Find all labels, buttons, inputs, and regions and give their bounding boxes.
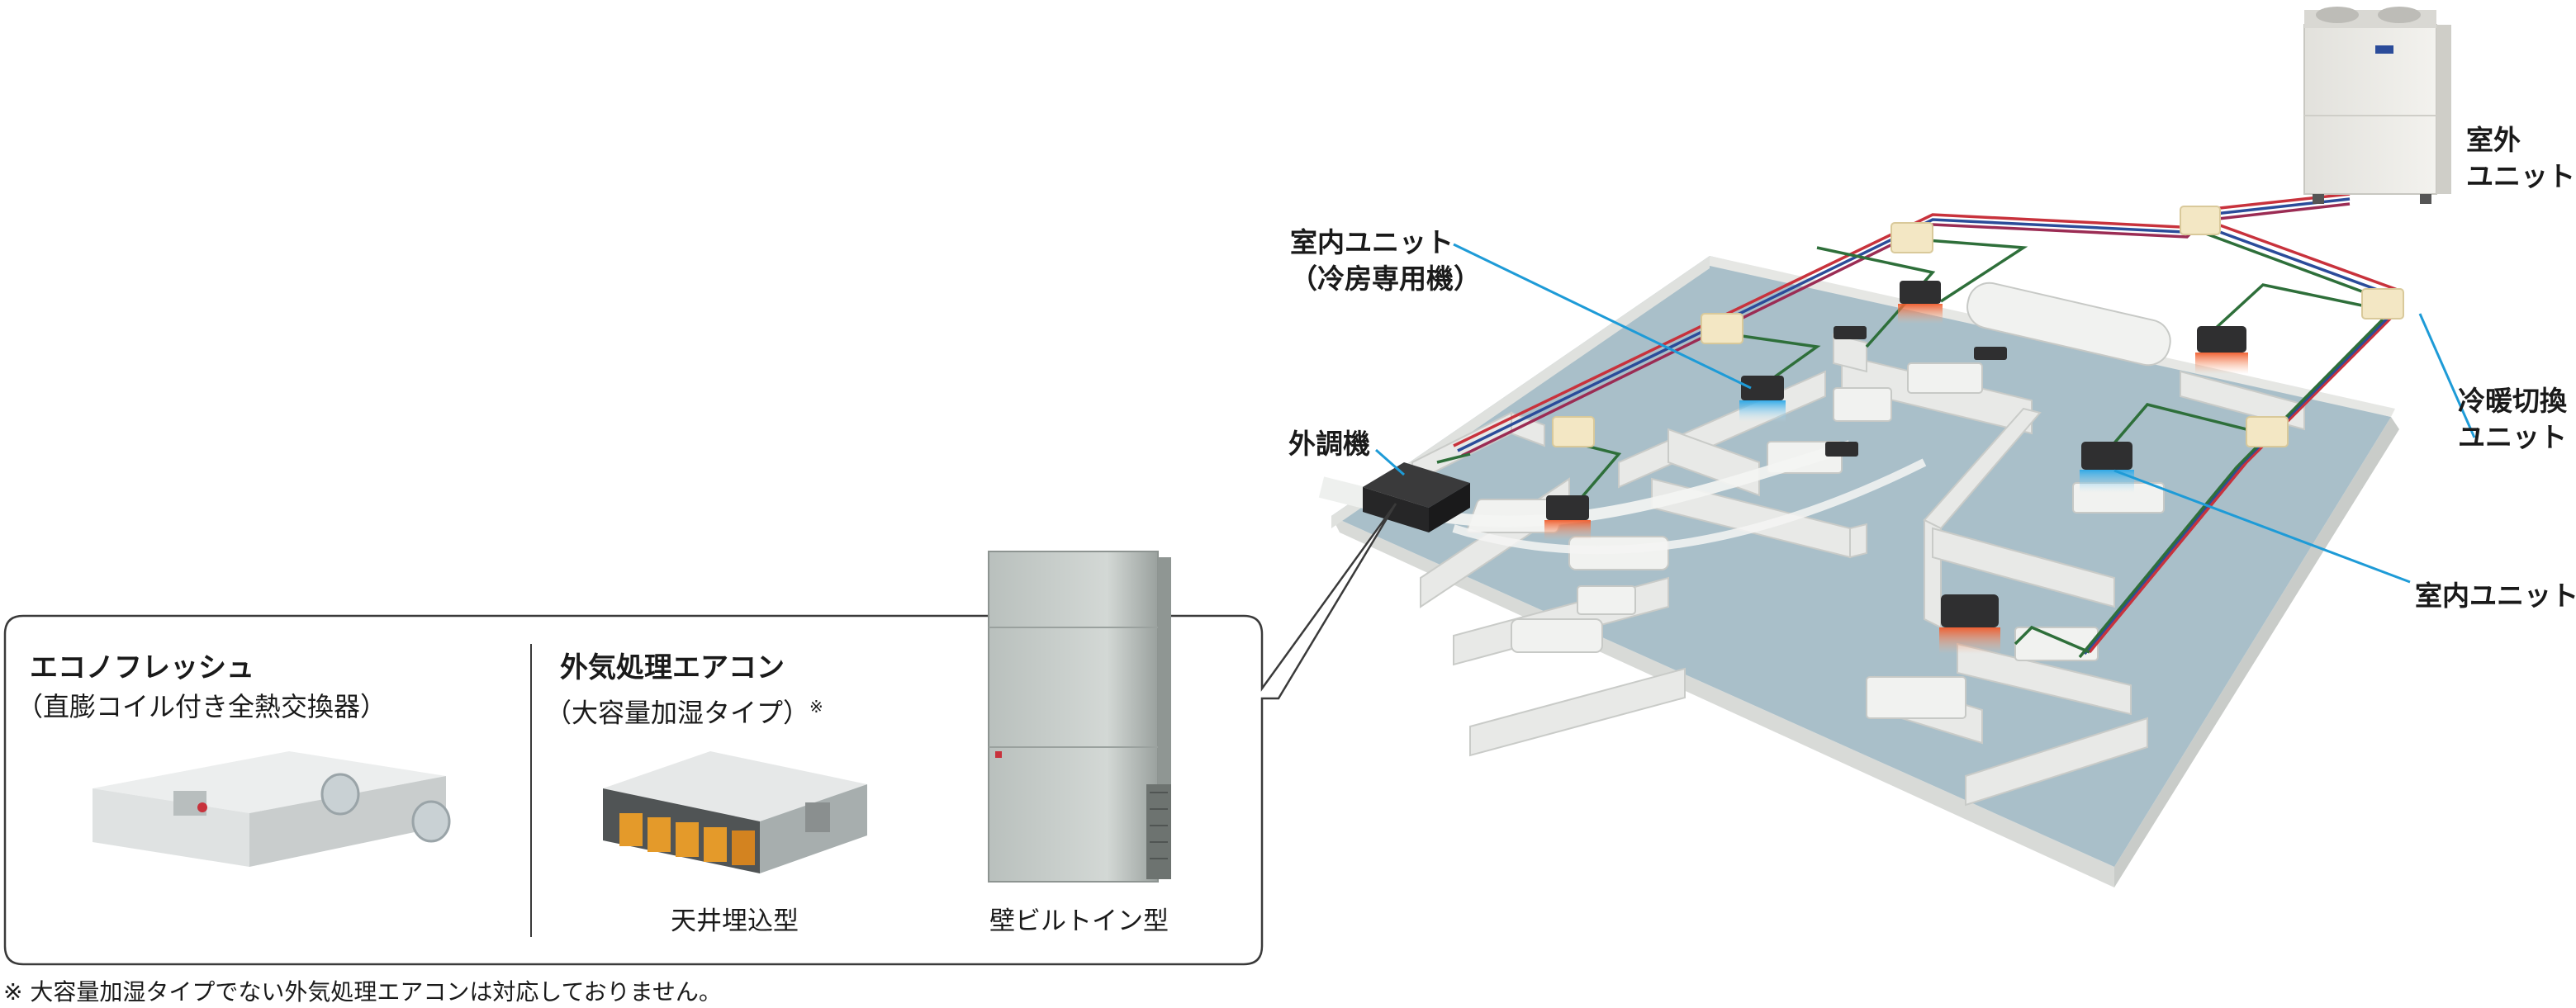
leader-line bbox=[2418, 313, 2476, 438]
callout-panel-frame bbox=[3, 503, 1397, 966]
caption-wall-builtin: 壁ビルトイン型 bbox=[989, 906, 1169, 936]
wall-segment bbox=[1833, 333, 1867, 373]
leader-lines bbox=[1375, 243, 2476, 584]
label-outside-air-unit: 外調機 bbox=[1288, 428, 1370, 460]
ceiling-vent bbox=[1834, 326, 1867, 339]
leader-line bbox=[1375, 448, 1405, 476]
label-outdoor-unit-line2: ユニット bbox=[2466, 160, 2575, 192]
label-switch-unit-line1: 冷暖切換 bbox=[2458, 385, 2567, 417]
wall-segment bbox=[1849, 523, 1867, 559]
indoor-unit-cooling-only bbox=[1898, 281, 1943, 324]
ceiling-vent bbox=[1825, 442, 1858, 457]
sofa bbox=[1511, 618, 1603, 653]
outdoor-unit-image bbox=[2303, 7, 2451, 204]
caption-ceiling-embedded: 天井埋込型 bbox=[671, 906, 799, 936]
pipe-green bbox=[2078, 231, 2384, 659]
ceiling-embedded-product-image bbox=[603, 751, 867, 873]
outside-air-unit bbox=[1363, 462, 1470, 532]
indoor-unit bbox=[1939, 594, 2000, 654]
label-indoor-unit-cooling: 室内ユニット （冷房専用機） bbox=[1290, 225, 1481, 297]
indoor-unit-cooling-only bbox=[1739, 376, 1786, 422]
pipe-branch bbox=[1436, 452, 1471, 464]
label-outdoor-unit-line1: 室外 bbox=[2466, 124, 2521, 156]
wall-segment bbox=[1965, 717, 2148, 807]
desk-block bbox=[1907, 362, 1983, 394]
switch-unit-box bbox=[2361, 288, 2404, 319]
switch-unit-box bbox=[2180, 206, 2221, 235]
indoor-unit bbox=[2195, 326, 2248, 374]
switch-unit-box bbox=[1552, 416, 1595, 447]
pipe-branch bbox=[2014, 625, 2090, 654]
indoor-unit-cooling-only bbox=[1544, 495, 1591, 540]
label-indoor-unit: 室内ユニット bbox=[2415, 580, 2576, 612]
label-switch-unit-line2: ユニット bbox=[2458, 421, 2567, 453]
outside-air-ac-subtitle: （大容量加湿タイプ）※ bbox=[545, 689, 823, 731]
ceiling-vent bbox=[1974, 347, 2007, 360]
wall-segment bbox=[2180, 370, 2305, 431]
econofresh-title: エコノフレッシュ bbox=[30, 651, 254, 684]
label-outdoor-unit: 室外 ユニット bbox=[2466, 122, 2575, 195]
floor-slab-left-edge bbox=[1331, 516, 2114, 887]
pipe-green bbox=[1461, 202, 2351, 457]
desk-block bbox=[1833, 387, 1892, 422]
label-indoor-unit-cooling-line1: 室内ユニット bbox=[1290, 226, 1454, 258]
switch-units bbox=[1552, 206, 2404, 447]
outside-air-ac-subtitle-text: （大容量加湿タイプ） bbox=[545, 697, 810, 729]
footnote: ※ 大容量加湿タイプでない外気処理エアコンは対応しておりません。 bbox=[3, 978, 722, 1006]
label-indoor-unit-cooling-line2: （冷房専用機） bbox=[1290, 263, 1481, 295]
pipe-branch bbox=[2212, 283, 2363, 332]
indoor-unit bbox=[2080, 442, 2134, 493]
footnote-mark: ※ bbox=[809, 697, 823, 717]
leader-line bbox=[2113, 469, 2411, 584]
outside-air-ac-title: 外気処理エアコン bbox=[560, 651, 785, 684]
switch-unit-box bbox=[1701, 313, 1743, 344]
desk-block bbox=[1866, 676, 1966, 719]
econofresh-product-image bbox=[93, 751, 451, 867]
floor-slab-right-edge bbox=[2114, 417, 2399, 887]
wall-builtin-product-image bbox=[988, 551, 1171, 883]
desk-block bbox=[1577, 585, 1636, 615]
pipe-branch bbox=[1816, 246, 1936, 348]
wall-segment bbox=[1932, 527, 2115, 608]
label-switch-unit: 冷暖切換 ユニット bbox=[2458, 383, 2567, 456]
switch-unit-box bbox=[2246, 416, 2289, 447]
wall-segment bbox=[1957, 642, 2132, 716]
indoor-units bbox=[1544, 281, 2248, 654]
econofresh-subtitle: （直膨コイル付き全熱交換器） bbox=[17, 691, 387, 722]
leader-line bbox=[1453, 243, 1752, 390]
pipe-branch bbox=[1915, 238, 2028, 303]
conference-table bbox=[1966, 282, 2171, 367]
switch-unit-box bbox=[1890, 222, 1933, 253]
wall-segment bbox=[1469, 667, 1686, 757]
floor-surface bbox=[1331, 256, 2391, 867]
